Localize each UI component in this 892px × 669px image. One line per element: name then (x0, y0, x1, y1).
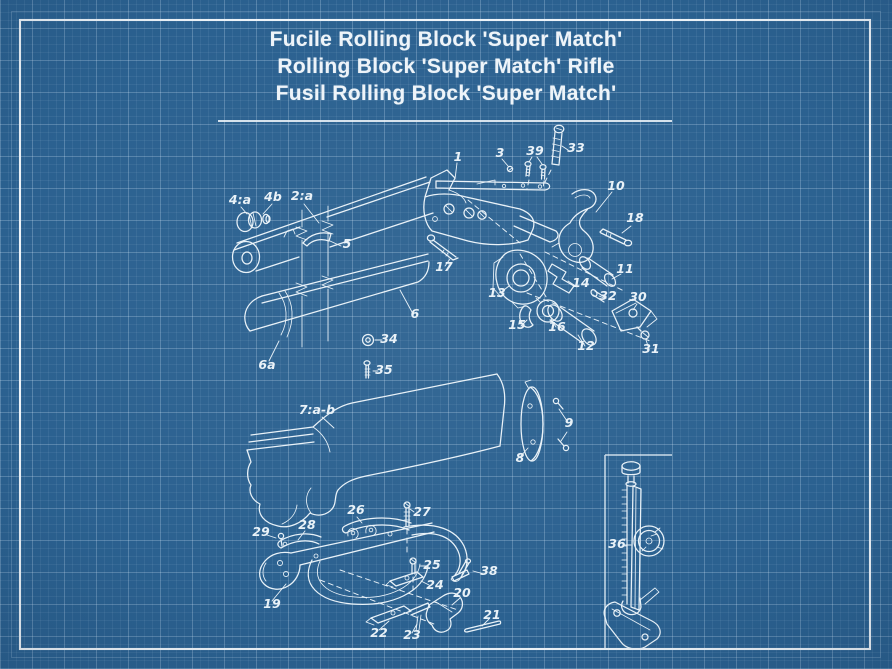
part-label-31: 31 (642, 341, 659, 356)
part-label-18: 18 (626, 210, 644, 225)
spring-28 (277, 533, 322, 549)
part-label-8: 8 (516, 450, 525, 465)
part-label-2:a: 2:a (291, 188, 313, 203)
part-label-39: 39 (526, 143, 544, 158)
part-label-6: 6 (411, 306, 420, 321)
screw-17 (426, 234, 459, 261)
part-label-4b: 4b (263, 189, 282, 204)
title-line-italian: Fucile Rolling Block 'Super Match' (269, 28, 623, 51)
part-label-29: 29 (252, 524, 270, 539)
title-line-french: Fusil Rolling Block 'Super Match' (275, 82, 617, 105)
part-label-9: 9 (565, 415, 574, 430)
part-label-15: 15 (508, 317, 526, 332)
part-label-21: 21 (483, 607, 500, 622)
part-label-34: 34 (380, 331, 397, 346)
part-label-4:a: 4:a (228, 192, 251, 207)
part-label-32: 32 (599, 288, 616, 303)
part-label-27: 27 (413, 504, 431, 519)
buttstock (246, 373, 506, 528)
screw-35 (363, 360, 371, 379)
barrel-group (231, 176, 434, 348)
extractor-14 (547, 263, 575, 294)
part-label-23: 23 (403, 627, 420, 642)
tang-sight-36 (603, 461, 665, 650)
part-label-28: 28 (298, 517, 316, 532)
part-label-6a: 6a (258, 357, 275, 372)
title-block: Fucile Rolling Block 'Super Match' Rolli… (0, 26, 892, 107)
part-label-14: 14 (572, 275, 589, 290)
receiver-group (423, 169, 559, 246)
spring-26 (341, 517, 412, 534)
part-label-13: 13 (488, 285, 505, 300)
part-label-30: 30 (629, 289, 647, 304)
part-label-12: 12 (577, 338, 594, 353)
screw-27 (403, 501, 411, 527)
screw-25 (409, 557, 417, 575)
part-label-33: 33 (567, 140, 584, 155)
part-label-5: 5 (343, 236, 352, 251)
part-label-1: 1 (454, 149, 463, 164)
buttplate (520, 379, 544, 462)
part-label-24: 24 (426, 577, 443, 592)
part-label-38: 38 (480, 563, 498, 578)
part-label-35: 35 (375, 362, 393, 377)
part-label-19: 19 (263, 596, 281, 611)
sear-22 (365, 605, 412, 626)
part-label-25: 25 (423, 557, 441, 572)
part-label-7:a-b: 7:a-b (299, 402, 335, 417)
part-label-22: 22 (370, 625, 387, 640)
plate-24 (385, 571, 424, 588)
pin-21 (464, 620, 502, 633)
part-label-10: 10 (607, 178, 625, 193)
part-label-36: 36 (608, 536, 626, 551)
hammer (551, 189, 597, 264)
title-line-english: Rolling Block 'Super Match' Rifle (277, 55, 615, 78)
washer-34 (361, 333, 375, 347)
part-label-3: 3 (496, 145, 505, 160)
part-label-11: 11 (616, 261, 633, 276)
screw-31 (636, 326, 650, 340)
part-label-16: 16 (548, 319, 566, 334)
part-label-26: 26 (347, 502, 365, 517)
forearm (244, 253, 430, 338)
blueprint-frame (11, 11, 881, 658)
part-label-17: 17 (435, 259, 453, 274)
part-label-20: 20 (453, 585, 471, 600)
